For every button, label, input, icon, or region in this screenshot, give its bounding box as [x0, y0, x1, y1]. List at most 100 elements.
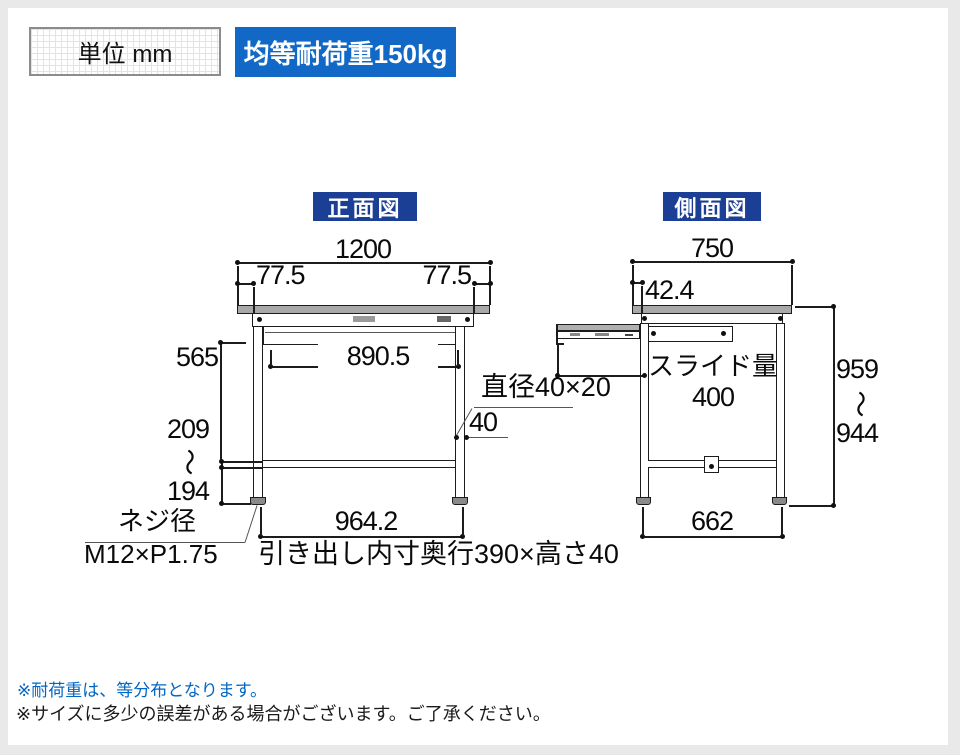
tick-line [789, 505, 833, 507]
dim-750: 750 [690, 233, 734, 263]
tick-line [220, 342, 246, 344]
dim-dot [830, 502, 836, 508]
ext-line [457, 350, 459, 366]
rail-mark [595, 333, 609, 336]
dim-dot [629, 258, 635, 264]
dim-line-662 [642, 536, 782, 538]
front-view-title-label: 正面図 [327, 195, 403, 221]
screw-dot [641, 315, 647, 321]
dim-dot [830, 303, 836, 309]
dim-dot [218, 500, 224, 506]
side-foot-right [772, 497, 787, 505]
dim-dot [779, 533, 785, 539]
dim-line-1200 [237, 262, 490, 264]
ext-line [270, 350, 272, 366]
ext-line [642, 507, 644, 536]
dim-dot [234, 280, 240, 286]
clamp-dot [708, 463, 714, 469]
dim-dot [463, 434, 469, 440]
dim-dot [257, 533, 263, 539]
dim-line-slide-v [557, 343, 559, 375]
dim-adjust-min: 194 [166, 476, 210, 506]
dim-dot [459, 533, 465, 539]
ext-line [260, 507, 262, 536]
leader-line [466, 437, 508, 438]
dim-line-964 [260, 536, 462, 538]
unit-label: 単位 mm [77, 41, 173, 68]
load-footnote: ※耐荷重は、等分布となります。 [17, 681, 268, 700]
load-capacity-badge: 均等耐荷重150kg [235, 27, 456, 77]
dim-dot [453, 434, 459, 440]
dim-42: 42.4 [645, 275, 695, 305]
ext-line [781, 507, 783, 536]
drawer-note: 引き出し内寸奥行390×高さ40 [258, 539, 619, 569]
dim-565: 565 [175, 342, 219, 372]
dim-line-42 [632, 282, 642, 284]
dim-dot [455, 363, 461, 369]
dim-line-77-left [237, 283, 253, 285]
screw-dot [777, 315, 783, 321]
dim-line-750 [632, 261, 792, 263]
unit-box: 単位 mm [29, 27, 221, 76]
front-foot-right [452, 497, 468, 505]
front-view-title: 正面図 [313, 192, 417, 221]
tick-line [221, 467, 263, 469]
ext-line [237, 266, 239, 305]
dim-line-adjust [221, 461, 223, 503]
dim-dot [639, 533, 645, 539]
dim-line-77-right [474, 283, 490, 285]
screw-dot [464, 316, 470, 322]
dim-1200: 1200 [334, 234, 392, 264]
dim-line-slide-h [557, 375, 644, 377]
leader-line [85, 542, 245, 543]
ext-line [462, 507, 464, 536]
ext-line [473, 287, 475, 313]
slide-label: スライド量 [647, 351, 778, 381]
dim-dot [641, 372, 647, 378]
ext-line [791, 265, 793, 305]
drawing-sheet: 単位 mm 均等耐荷重150kg 正面図 側面図 1200 77.5 77.5 [8, 8, 948, 745]
dim-line-565 [220, 342, 222, 461]
dim-pipe-width: 40 [469, 407, 498, 437]
dim-height-min: 944 [836, 418, 879, 448]
rail-bracket [556, 324, 558, 344]
drawer-dot [720, 330, 726, 336]
front-foot-left [250, 497, 266, 505]
side-view-title: 側面図 [663, 192, 761, 221]
rail-mark [625, 334, 633, 336]
leader-line [244, 505, 258, 543]
ext-line [641, 286, 643, 313]
front-leg-left [253, 326, 263, 498]
dim-dot [217, 339, 223, 345]
rail-bracket-hook [556, 343, 564, 345]
dim-dot [554, 372, 560, 378]
tick-line [795, 306, 833, 308]
dim-dot [487, 259, 493, 265]
size-footnote: ※サイズに多少の誤差がある場合がございます。ご了承ください。 [16, 704, 551, 724]
dim-dot [789, 258, 795, 264]
side-view-title-label: 側面図 [674, 195, 750, 221]
tick-line [221, 503, 251, 505]
dim-dot [471, 280, 477, 286]
apron-logo-mark [437, 316, 451, 322]
dim-77-left: 77.5 [256, 260, 306, 290]
front-drawer-inner-line [265, 332, 461, 333]
side-foot-left [636, 497, 651, 505]
dim-adjust-max: 209 [166, 414, 210, 444]
leader-line [474, 407, 573, 408]
ext-line [632, 265, 634, 305]
dim-line-height [833, 306, 835, 505]
height-tilde: ～ [844, 390, 875, 417]
tick-line [221, 461, 263, 463]
ext-line [253, 287, 255, 313]
dim-dot [639, 279, 645, 285]
dim-dot [250, 280, 256, 286]
adjust-tilde: ～ [173, 448, 204, 475]
dim-dot [218, 458, 224, 464]
ext-line [489, 266, 491, 305]
side-apron [641, 313, 783, 324]
drawer-dot [650, 330, 656, 336]
dim-dot [218, 464, 224, 470]
dim-890: 890.5 [318, 342, 438, 373]
